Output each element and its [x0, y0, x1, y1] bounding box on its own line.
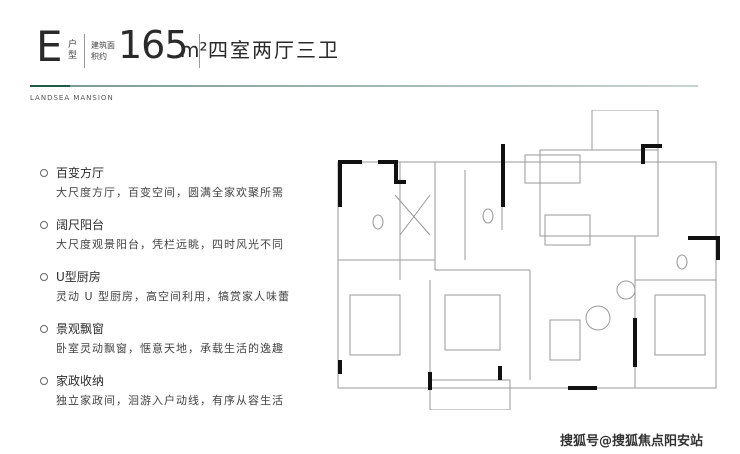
kitchen-outline — [539, 149, 659, 237]
circle-bullet-icon — [40, 169, 48, 177]
dining-table — [544, 214, 591, 246]
layout-text: 四室两厅三卫 — [208, 38, 340, 62]
brand-line — [30, 85, 698, 87]
kitchen-counter — [524, 154, 581, 184]
feature-title: 景观飘窗 — [56, 322, 105, 336]
header-divider — [84, 34, 85, 68]
area-tag: 建筑面积约 — [91, 41, 115, 61]
brand-text: LANDSEA MANSION — [30, 94, 114, 102]
floor-plan — [337, 110, 720, 410]
feature-item: 百变方厅 大尺度方厅，百变空间，圆满全家欢聚所需 — [40, 166, 340, 199]
chair — [616, 280, 636, 300]
feature-desc: 卧室灵动飘窗，惬意天地，承载生活的逸趣 — [56, 342, 284, 355]
wall-segment — [338, 160, 362, 207]
feature-desc: 灵动 U 型厨房，高空间利用，犒赏家人味蕾 — [56, 290, 291, 303]
toilet — [482, 208, 494, 224]
feature-desc: 大尺度方厅，百变空间，圆满全家欢聚所需 — [56, 186, 284, 199]
feature-title: U型厨房 — [56, 270, 101, 284]
circle-bullet-icon — [40, 273, 48, 281]
feature-item: 阔尺阳台 大尺度观景阳台，凭栏远眺，四时风光不同 — [40, 218, 340, 251]
wall-segment — [378, 160, 406, 184]
area-unit: m² — [180, 38, 208, 62]
circle-bullet-icon — [40, 377, 48, 385]
feature-desc: 大尺度观景阳台，凭栏远眺，四时风光不同 — [56, 238, 284, 251]
feature-title: 阔尺阳台 — [56, 218, 105, 232]
unit-tag: 户型 — [68, 40, 78, 61]
bed — [444, 294, 501, 351]
header-divider-2 — [199, 34, 200, 68]
feature-item: U型厨房 灵动 U 型厨房，高空间利用，犒赏家人味蕾 — [40, 270, 340, 303]
feature-item: 景观飘窗 卧室灵动飘窗，惬意天地，承载生活的逸趣 — [40, 322, 340, 355]
unit-letter: E — [36, 22, 63, 71]
area-value: 165 — [118, 23, 189, 67]
stair-hatch — [394, 194, 431, 236]
circle-bullet-icon — [40, 221, 48, 229]
watermark-text: 搜狐号@搜狐焦点阳安站 — [560, 434, 704, 449]
feature-item: 家政收纳 独立家政间，洄游入户动线，有序从容生活 — [40, 374, 340, 407]
bed — [349, 294, 401, 356]
feature-title: 家政收纳 — [56, 374, 105, 388]
toilet — [372, 214, 384, 230]
toilet — [676, 254, 688, 270]
sofa — [549, 319, 581, 361]
wall-segment — [688, 236, 720, 260]
round-table — [585, 305, 611, 331]
circle-bullet-icon — [40, 325, 48, 333]
entry-outline — [429, 379, 511, 410]
feature-title: 百变方厅 — [56, 166, 105, 180]
bed — [654, 294, 706, 356]
wall-segment — [641, 144, 662, 164]
feature-desc: 独立家政间，洄游入户动线，有序从容生活 — [56, 394, 284, 407]
plan-outline — [337, 161, 717, 389]
